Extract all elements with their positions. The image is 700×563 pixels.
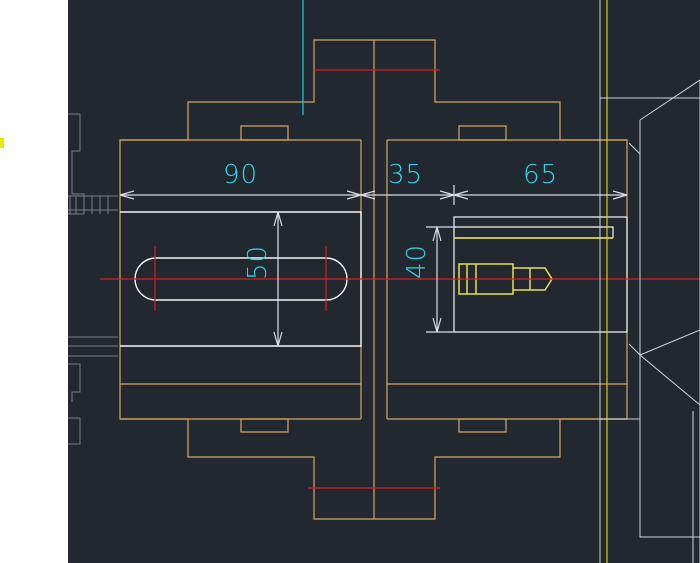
dimension-90-label: 90 [223,160,258,190]
dimension-50-label: 50 [243,245,273,280]
right-hole-feature [453,216,628,333]
left-margin [0,0,68,563]
drawing-canvas[interactable]: 90 35 65 50 40 [68,0,700,563]
dimension-35-label: 35 [388,160,423,190]
right-guidelines [599,0,700,563]
centerlines [100,69,700,489]
yellow-marker-icon [0,138,4,148]
left-side-geometry [68,113,118,445]
right-side-geometry [628,79,700,563]
yellow-bolt [454,237,613,295]
dimension-lines [119,185,628,347]
cad-drawing[interactable]: 90 35 65 50 40 [68,0,700,563]
dimension-40-label: 40 [402,244,432,279]
dimension-65-label: 65 [523,160,558,190]
